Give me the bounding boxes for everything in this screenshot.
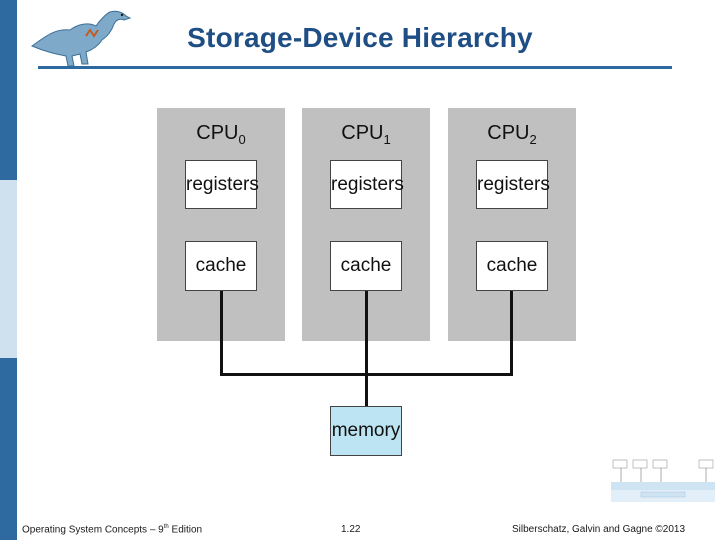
footer-copyright: Silberschatz, Galvin and Gagne ©2013 [512,524,686,535]
footer-book-title: Operating System Concepts – 9th Edition [22,524,202,535]
cpu-label-0: CPU0 [157,122,285,147]
footer-edition-text: Edition [168,524,203,536]
footer-edition-suffix: th [163,524,169,530]
cpu-index: 0 [238,132,246,147]
bus-line-cpu0 [220,291,223,375]
cpu-name: CPU [196,122,239,144]
left-bar-highlight [0,180,17,358]
memory-box: memory [330,406,402,456]
footer-book-title-text: Operating System Concepts – 9 [22,524,164,536]
dinosaur-logo-icon [30,10,132,67]
bus-line-memory [365,373,368,407]
cache-box-2: cache [476,241,548,291]
cpu-name: CPU [341,122,384,144]
slide-thumbnail-icon [611,459,715,502]
registers-box-0: registers [185,160,259,209]
cpu-label-1: CPU1 [302,122,430,147]
footer-page-number: 1.22 [341,524,361,535]
cpu-label-2: CPU2 [448,122,576,147]
cache-box-0: cache [185,241,257,291]
cpu-panel-2: CPU2 registers cache [448,108,576,341]
registers-box-2: registers [476,160,550,209]
cpu-index: 1 [383,132,391,147]
left-accent-bar [0,0,17,540]
title-divider [38,66,672,69]
cpu-panel-0: CPU0 registers cache [157,108,285,341]
cache-box-1: cache [330,241,402,291]
registers-box-1: registers [330,160,404,209]
cpu-name: CPU [487,122,530,144]
bus-line-cpu2 [510,291,513,375]
bus-line-cpu1 [365,291,368,375]
page-title: Storage-Device Hierarchy [187,22,533,53]
cpu-index: 2 [529,132,537,147]
